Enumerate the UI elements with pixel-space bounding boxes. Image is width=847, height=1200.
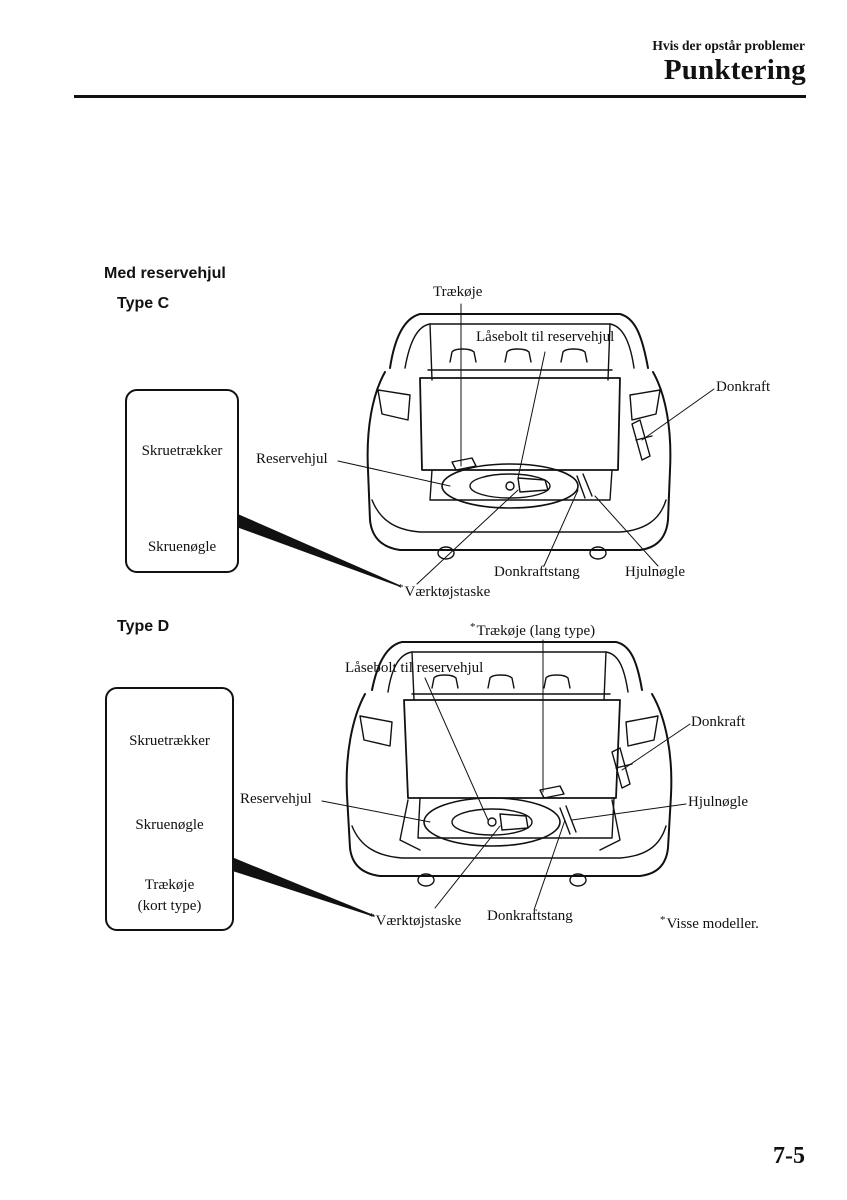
asterisk-mark: * — [369, 911, 375, 923]
callout-spare-wheel: Reservehjul — [240, 791, 312, 807]
callout-spare-wheel: Reservehjul — [256, 451, 328, 467]
screwdriver-label: Skruetrækker — [141, 443, 223, 459]
callout-lock-bolt: Låsebolt til reservehjul — [345, 660, 484, 676]
callout-jack-handle: Donkraftstang — [487, 908, 573, 924]
asterisk-mark: * — [470, 621, 476, 633]
type-c-label: Type C — [117, 295, 170, 312]
header-rule — [74, 95, 806, 98]
towing-eye-short-label-line1: Trækøje — [144, 877, 195, 893]
callout-jack: Donkraft — [716, 379, 771, 395]
asterisk-mark: * — [660, 914, 666, 926]
footnote: *Visse modeller. — [660, 914, 759, 932]
wrench-label: Skruenøgle — [147, 539, 217, 555]
callout-towing-eye: Trækøje — [433, 284, 483, 300]
type-c-car-illustration — [366, 313, 672, 560]
callout-tool-bag: *Værktøjstaske — [398, 582, 491, 600]
type-d-car-illustration — [345, 641, 673, 887]
callout-jack: Donkraft — [691, 714, 746, 730]
callout-wheel-wrench: Hjulnøgle — [688, 794, 748, 810]
callout-towing-eye-long: *Trækøje (lang type) — [470, 621, 596, 639]
callout-jack-handle: Donkraftstang — [494, 564, 580, 580]
type-d-toolbox: Skruetrækker Skruenøgle Trækøje (kort ty… — [105, 687, 234, 931]
section-label: Hvis der opstår problemer — [652, 38, 805, 53]
type-d-label: Type D — [117, 618, 170, 635]
towing-eye-short-label-line2: (kort type) — [137, 898, 202, 914]
callout-lock-bolt: Låsebolt til reservehjul — [476, 329, 615, 345]
callout-wheel-wrench: Hjulnøgle — [625, 564, 685, 580]
callout-tool-bag: *Værktøjstaske — [369, 911, 462, 929]
asterisk-mark: * — [398, 582, 404, 594]
type-c-toolbox: Skruetrækker Skruenøgle — [125, 389, 239, 573]
wrench-label: Skruenøgle — [135, 817, 204, 833]
screwdriver-label: Skruetrækker — [129, 733, 210, 749]
section-subheading: Med reservehjul — [104, 265, 226, 282]
page-title: Punktering — [663, 54, 806, 86]
page-number: 7-5 — [773, 1143, 805, 1169]
